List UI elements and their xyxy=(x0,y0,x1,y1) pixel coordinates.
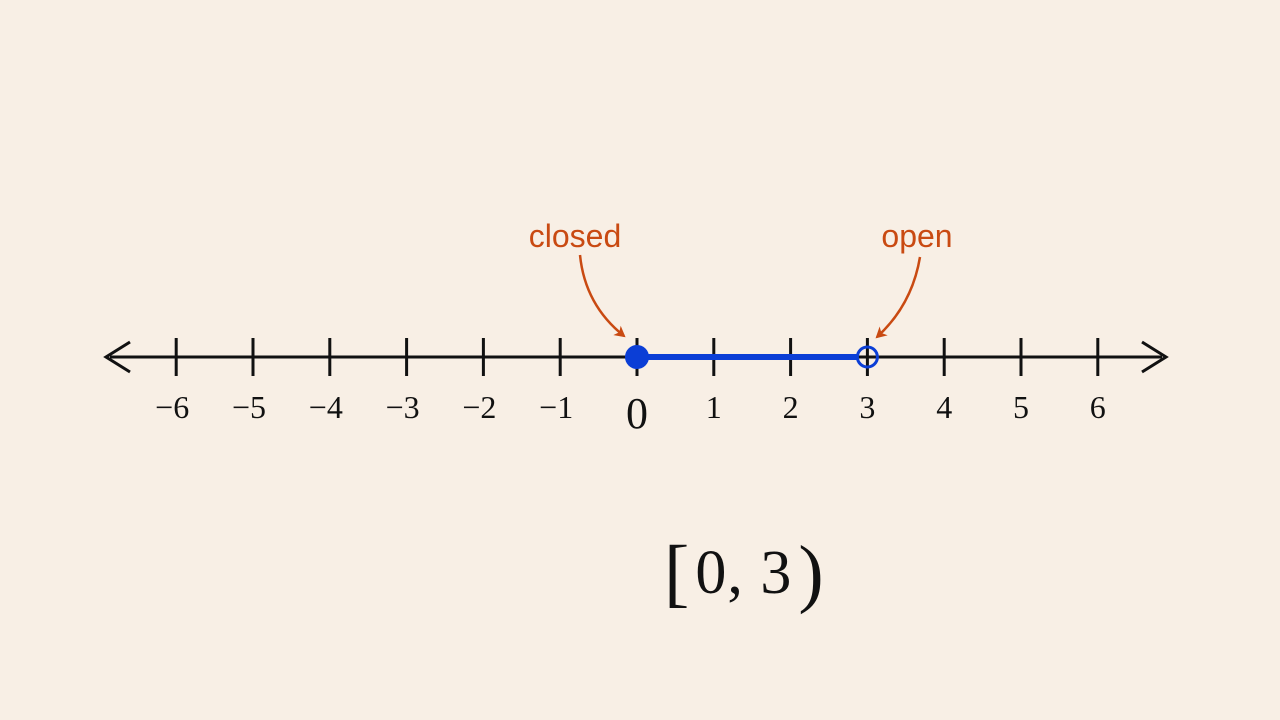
tick-label: 3 xyxy=(859,389,875,425)
right-parenthesis: ) xyxy=(798,531,824,615)
closed-annotation-arrow xyxy=(578,254,626,338)
tick-labels: −6 −5 −4 −3 −2 −1 0 1 2 3 4 5 6 xyxy=(155,389,1106,438)
interval-notation: [ 0, 3 ) xyxy=(664,528,824,618)
open-endpoint-circle xyxy=(855,345,879,369)
interval-segment-group xyxy=(625,345,879,369)
closed-annotation-label: closed xyxy=(529,218,622,254)
tick-label: −2 xyxy=(462,389,496,425)
tick-label: 4 xyxy=(936,389,952,425)
tick-label: −3 xyxy=(386,389,420,425)
right-arrow-icon xyxy=(1141,340,1169,374)
tick-label: 6 xyxy=(1090,389,1106,425)
endpoint-annotations: closed open xyxy=(529,218,953,339)
tick-label: −6 xyxy=(155,389,189,425)
tick-label: −5 xyxy=(232,389,266,425)
interval-notation-body: 0, 3 xyxy=(695,539,793,607)
tick-label: 5 xyxy=(1013,389,1029,425)
open-annotation-arrow xyxy=(875,256,922,339)
open-annotation-label: open xyxy=(881,218,952,254)
tick-label: 1 xyxy=(706,389,722,425)
tick-marks xyxy=(174,338,1100,376)
tick-label: −4 xyxy=(309,389,343,425)
left-arrow-icon xyxy=(103,340,131,374)
closed-endpoint-dot xyxy=(625,345,649,369)
left-bracket: [ xyxy=(664,531,690,615)
tick-label: 0 xyxy=(626,389,648,438)
tick-label: 2 xyxy=(783,389,799,425)
tick-label: −1 xyxy=(539,389,573,425)
